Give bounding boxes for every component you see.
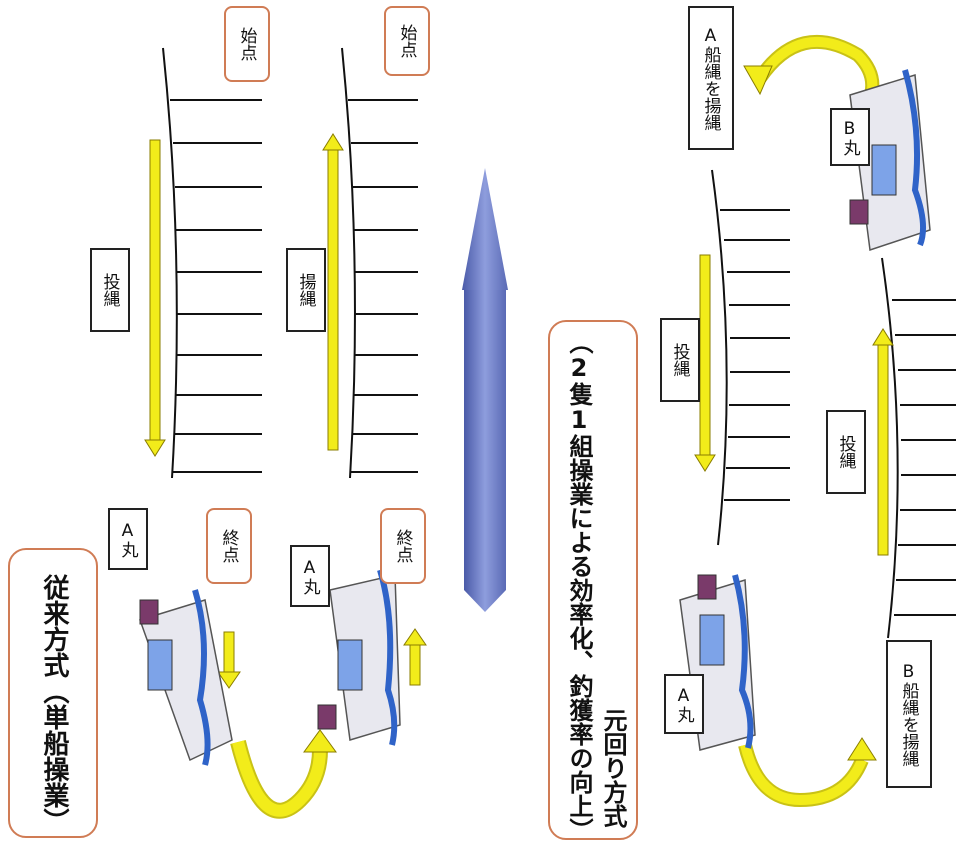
transition-arrow <box>462 168 508 612</box>
haul-label-top: 揚縄 <box>286 248 326 332</box>
cast-label-bottom-1: 投縄 <box>660 318 700 402</box>
start-label-1: 始点 <box>224 6 270 82</box>
longline-4 <box>882 258 956 638</box>
u-turn-arrow-lower <box>745 738 876 800</box>
start-label-2: 始点 <box>384 6 430 76</box>
a-haul-note: A船縄を揚縄 <box>688 6 734 150</box>
ship-a-label-2: A丸 <box>290 545 330 607</box>
cast-label-top: 投縄 <box>90 248 130 332</box>
haul-arrow-top <box>323 134 343 450</box>
u-turn-arrow-upper-right <box>744 42 872 98</box>
u-turn-arrow-top <box>238 730 336 811</box>
end-label-1: 終点 <box>206 508 252 584</box>
longline-1 <box>163 48 262 478</box>
top-title: 従来方式（単船操業） <box>36 574 73 834</box>
ship-up-arrow <box>404 629 426 685</box>
ship-b-label: B丸 <box>830 108 870 166</box>
ship-a-label-1: A丸 <box>108 508 148 570</box>
bottom-title-line1: 元回り方式 <box>596 708 631 828</box>
longline-2 <box>342 48 418 478</box>
ship-down-arrow <box>218 632 240 688</box>
b-haul-note: B船縄を揚縄 <box>886 640 932 788</box>
ship-a-label-bottom: A丸 <box>664 674 704 734</box>
end-label-2: 終点 <box>380 508 426 584</box>
cast-arrow-bottom-2 <box>873 329 893 555</box>
ship-a-top-2 <box>318 570 400 745</box>
ship-a-top-1 <box>140 590 232 765</box>
cast-label-bottom-2: 投縄 <box>826 410 866 494</box>
longline-3 <box>712 170 790 545</box>
cast-arrow-top <box>145 140 165 456</box>
bottom-title-line2: （2隻1組操業による効率化、釣獲率の向上） <box>562 330 597 842</box>
